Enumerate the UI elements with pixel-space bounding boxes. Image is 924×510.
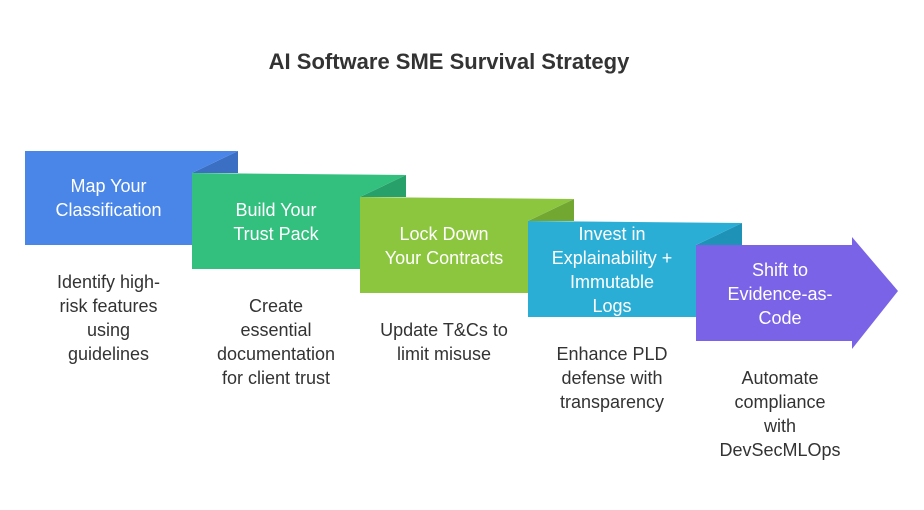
- step-1-label-line-2: Classification: [55, 200, 162, 220]
- step-5-desc-line-1: Automate: [741, 368, 819, 388]
- step-5-label-line-3: Code: [758, 308, 802, 328]
- step-2-desc-line-3: documentation: [216, 344, 336, 364]
- step-2-desc-line-2: essential: [240, 320, 312, 340]
- step-2-desc-line-1: Create: [248, 296, 304, 316]
- step-1-desc-line-4: guidelines: [67, 344, 150, 364]
- step-4-label: Invest in Explainability + Immutable Log…: [522, 222, 702, 318]
- step-2-description: Create essential documentation for clien…: [192, 294, 360, 390]
- diagram-title: AI Software SME Survival Strategy: [268, 49, 630, 74]
- step-1-description: Identify high- risk features using guide…: [25, 270, 192, 366]
- step-4-label-line-1: Invest in: [578, 224, 646, 244]
- step-4-desc-line-2: defense with: [561, 368, 663, 388]
- step-5-desc-line-4: DevSecMLOps: [719, 440, 841, 460]
- step-1-desc-line-3: using: [86, 320, 131, 340]
- step-4-description: Enhance PLD defense with transparency: [522, 342, 702, 414]
- step-1-banner: [25, 151, 238, 245]
- step-3-desc-line-1: Update T&Cs to: [380, 320, 508, 340]
- step-1-desc-line-2: risk features: [59, 296, 158, 316]
- step-4-banner: [528, 221, 742, 317]
- step-4-label-line-3: Immutable: [569, 272, 655, 292]
- step-1-label-line-1: Map Your: [70, 176, 147, 196]
- step-2-label-line-2: Trust Pack: [233, 224, 319, 244]
- step-4-desc-line-3: transparency: [559, 392, 665, 412]
- step-2-label: Build Your Trust Pack: [192, 198, 360, 246]
- step-5-arrow: [696, 237, 898, 349]
- step-3-banner: [360, 197, 574, 293]
- step-3-label-line-1: Lock Down: [399, 224, 489, 244]
- step-4-label-line-2: Explainability +: [551, 248, 673, 268]
- step-5-description: Automate compliance with DevSecMLOps: [690, 366, 870, 462]
- step-4-desc-line-1: Enhance PLD: [556, 344, 668, 364]
- step-2-label-line-1: Build Your: [235, 200, 317, 220]
- step-5-label: Shift to Evidence-as- Code: [700, 258, 860, 330]
- step-3-desc-line-2: limit misuse: [396, 344, 491, 364]
- step-2-banner: [192, 173, 406, 269]
- step-3-label-line-2: Your Contracts: [384, 248, 504, 268]
- step-5-label-line-2: Evidence-as-: [727, 284, 833, 304]
- step-5-desc-line-2: compliance: [734, 392, 826, 412]
- step-5-desc-line-3: with: [763, 416, 796, 436]
- step-3-description: Update T&Cs to limit misuse: [352, 318, 536, 366]
- step-5-label-line-1: Shift to: [751, 260, 809, 280]
- step-4-label-line-4: Logs: [592, 296, 632, 316]
- step-1-label: Map Your Classification: [25, 174, 192, 222]
- step-1-desc-line-1: Identify high-: [56, 272, 161, 292]
- step-3-label: Lock Down Your Contracts: [360, 222, 528, 270]
- step-2-desc-line-4: for client trust: [221, 368, 331, 388]
